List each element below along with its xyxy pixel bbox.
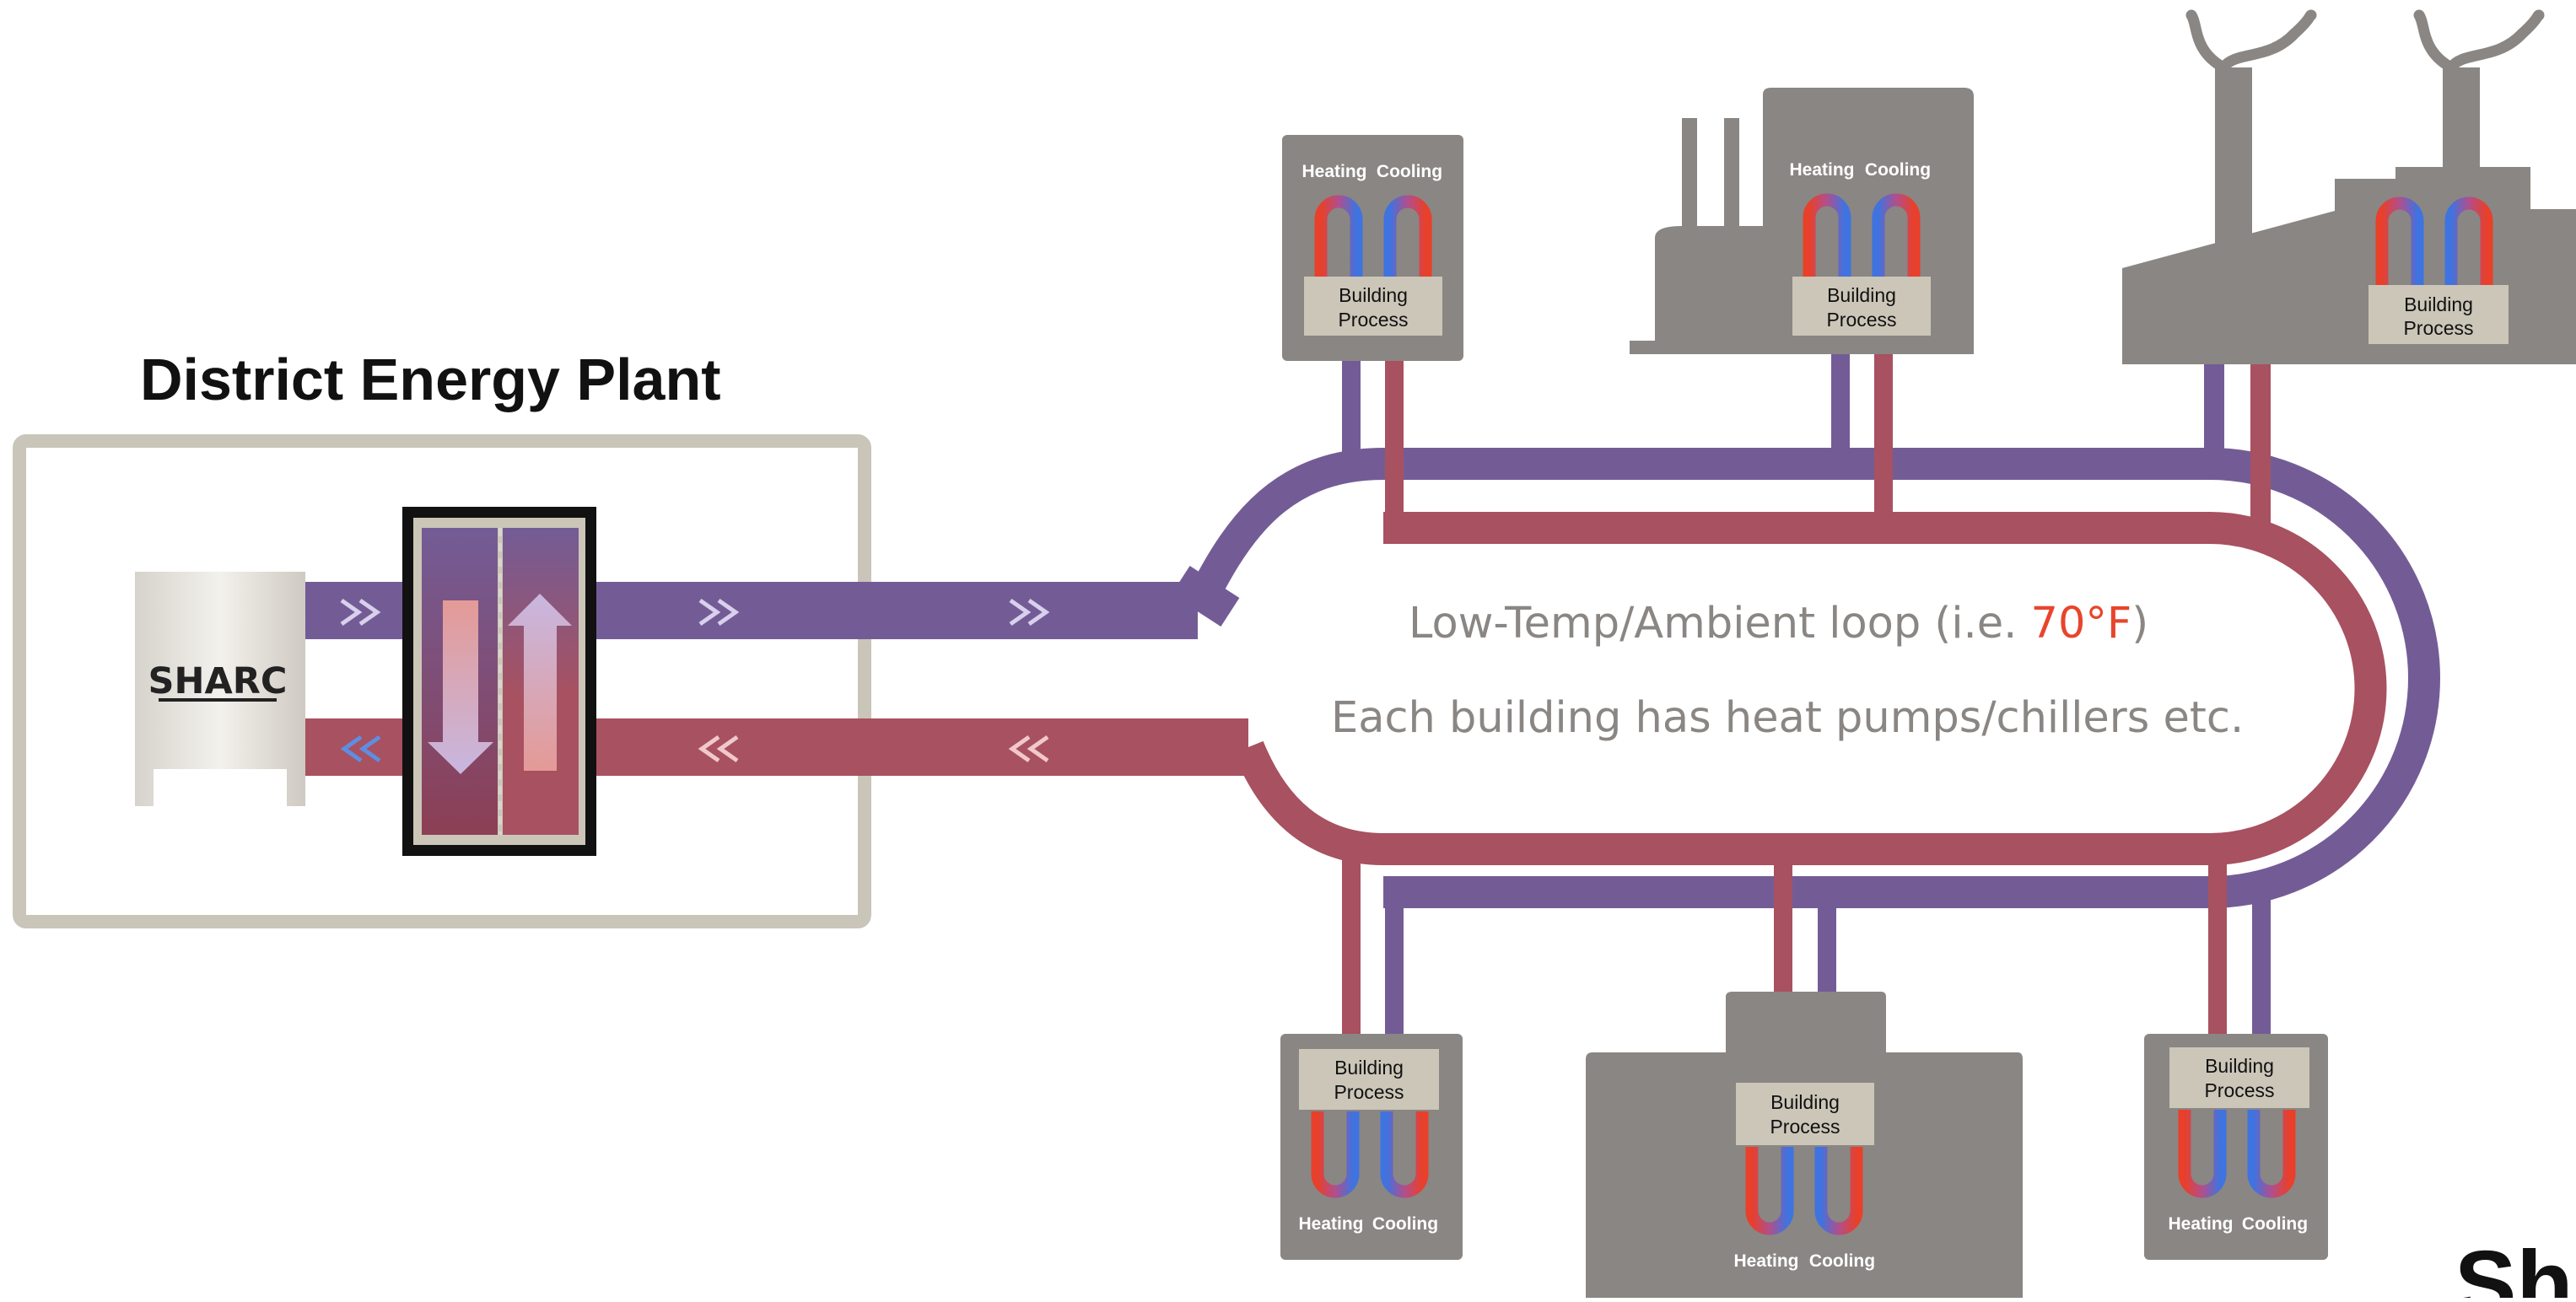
building-process-line1: Building [1334, 1057, 1404, 1079]
cooling-label: Cooling [1865, 160, 1931, 180]
heating-coil-icon [2178, 1110, 2227, 1198]
cooling-label: Cooling [1809, 1251, 1875, 1271]
smoke-icon [2185, 9, 2317, 73]
cooling-label: Cooling [1372, 1214, 1438, 1234]
building-process-line2: Process [1770, 1116, 1840, 1138]
cooling-label: Cooling [1377, 162, 1442, 181]
branch-pipe [1831, 342, 1850, 464]
return-chevrons [340, 734, 1049, 763]
down-arrow-icon [428, 600, 493, 774]
loop-description: Low-Temp/Ambient loop (i.e. 70°F) [1409, 599, 2148, 648]
building-process-line1: Building [1339, 284, 1408, 306]
supply-chevrons [340, 598, 1050, 627]
up-arrow-icon [508, 594, 572, 771]
building-process-line2: Process [2403, 317, 2473, 339]
heating-label: Heating [1298, 1214, 1363, 1234]
branch-pipe [1342, 342, 1361, 464]
building-process-box [2369, 285, 2509, 344]
branch-pipe [2208, 849, 2227, 1060]
building-process-box [1304, 277, 1442, 336]
loop-supply-outer [1182, 448, 2440, 908]
building-process-line1: Building [2404, 293, 2473, 315]
heat-exchanger [402, 507, 596, 856]
sharc-logo: SHARC [148, 660, 288, 702]
heating-label: Heating [2168, 1214, 2233, 1234]
cooling-coil-icon [1380, 1111, 1429, 1198]
building-process-line2: Process [1338, 309, 1408, 331]
heating-label: Heating [1301, 162, 1366, 181]
smoke-icon [2413, 9, 2545, 73]
heating-label: Heating [1733, 1251, 1798, 1271]
cooling-coil-icon [2247, 1110, 2296, 1198]
building-process-line1: Building [1827, 284, 1896, 306]
loop-text-prefix: Low-Temp/Ambient loop (i.e. [1409, 599, 2031, 648]
building-bottom-1: Building Process Heating Cooling [1280, 1034, 1463, 1260]
heating-label: Heating [1789, 160, 1854, 180]
building-process-box [1792, 277, 1931, 336]
building-process-line1: Building [1770, 1091, 1840, 1113]
building-process-box [1299, 1049, 1439, 1110]
branch-pipe [1874, 342, 1893, 528]
building-top-3: Building Process [2122, 9, 2576, 364]
branch-pipe [1385, 892, 1404, 1061]
heating-coil-icon [1745, 1147, 1794, 1235]
building-process-line1: Building [2205, 1055, 2274, 1077]
loop-subtext: Each building has heat pumps/chillers et… [1331, 693, 2245, 743]
heating-coil-icon [1803, 193, 1851, 278]
cooling-coil-icon [1383, 195, 1432, 278]
building-process-box [2169, 1047, 2309, 1108]
building-top-2: Heating Cooling Building Process [1630, 88, 1974, 354]
plant-enclosure [13, 434, 871, 928]
cooling-label: Cooling [2242, 1214, 2308, 1234]
branch-pipe [2252, 892, 2271, 1061]
loop-temperature: 70°F [2030, 599, 2132, 648]
building-top-1: Heating Cooling Building Process [1282, 135, 1463, 361]
building-process-line2: Process [1826, 309, 1896, 331]
branch-pipe [1385, 342, 1404, 528]
plant-title: District Energy Plant [140, 347, 721, 412]
loop-text-suffix: ) [2131, 599, 2149, 648]
loop-return-inner [1233, 512, 2387, 865]
cooling-coil-icon [1814, 1147, 1863, 1235]
building-process-line2: Process [2204, 1079, 2274, 1101]
heating-coil-icon [1314, 195, 1363, 278]
building-bottom-3: Building Process Heating Cooling [2144, 1034, 2328, 1260]
branch-pipe [1342, 849, 1361, 1060]
building-process-line2: Process [1334, 1081, 1404, 1103]
cooling-coil-icon [1872, 193, 1921, 278]
cropped-text-fragment: Sh [2455, 1232, 2573, 1298]
building-process-box [1736, 1083, 1874, 1145]
building-bottom-2: Building Process Heating Cooling [1586, 992, 2023, 1298]
heating-coil-icon [2375, 196, 2424, 287]
sharc-unit: SHARC [135, 572, 305, 806]
cooling-coil-icon [2444, 196, 2493, 287]
heating-coil-icon [1311, 1111, 1360, 1198]
